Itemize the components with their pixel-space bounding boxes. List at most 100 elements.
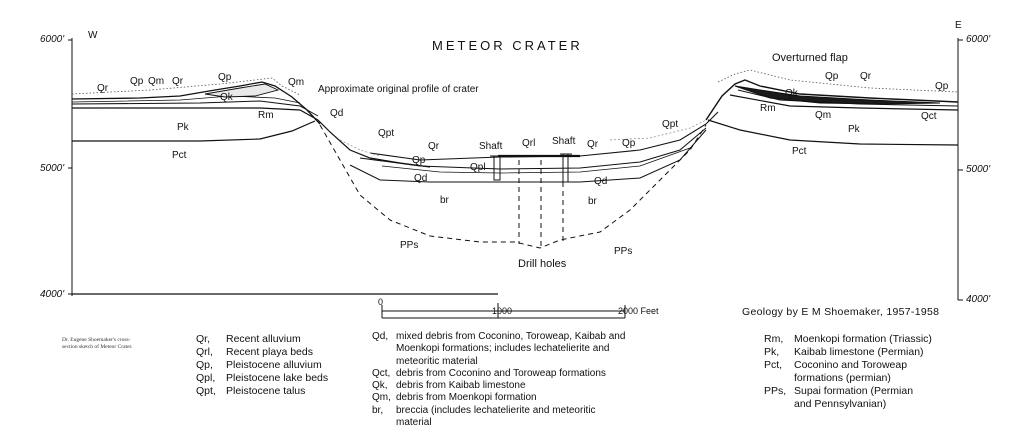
- unit-label: Qr: [97, 83, 109, 94]
- legend-description: debris from Moenkopi formation: [396, 392, 537, 404]
- unit-label: Qpt: [662, 119, 679, 130]
- legend-entry: Qp,Pleistocene alluvium: [196, 359, 328, 372]
- unit-label: PPs: [400, 240, 419, 251]
- unit-label: Qrl: [522, 138, 536, 149]
- unit-label: Qp: [412, 155, 426, 166]
- crater-fill: [317, 111, 719, 183]
- unit-label: PPs: [614, 246, 633, 257]
- qp-layer-line: [381, 147, 691, 174]
- qd-base: [349, 129, 707, 183]
- talus-shading-east: [609, 119, 707, 141]
- legend-code: Qm,: [372, 392, 391, 404]
- direction-west: W: [88, 30, 98, 41]
- y-label-left-6000: 6000': [40, 34, 65, 45]
- shaft-right-label: Shaft: [552, 136, 576, 147]
- legend-entry: PPs, Supai formation (Permian: [764, 385, 932, 398]
- unit-label: Qr: [172, 76, 184, 87]
- unit-label: Qp: [825, 71, 839, 82]
- legend-code: Pct,: [764, 359, 783, 371]
- legend-description: debris from Kaibab limestone: [396, 380, 526, 392]
- original-profile-label: Approximate original profile of crater: [318, 84, 479, 95]
- scale-label-mid: 1000: [492, 306, 513, 316]
- unit-label: Qp: [130, 76, 144, 87]
- east-rm-top: [737, 89, 959, 107]
- y-label-left-5000: 5000': [40, 163, 65, 174]
- legend-code: Pk,: [764, 346, 780, 358]
- legend-continuation: meteoritic material: [396, 355, 478, 367]
- talus-shading-west: [339, 139, 381, 157]
- west-qk-lens: [204, 83, 280, 98]
- legend-code: Qpl,: [196, 372, 216, 384]
- unit-label: Qm: [288, 77, 305, 88]
- unit-label: Qr: [860, 71, 872, 82]
- legend-description: Coconino and Toroweap: [794, 359, 908, 371]
- diagram-title: METEOR CRATER: [432, 38, 583, 53]
- legend-entry: Qpl, Pleistocene lake beds: [196, 372, 328, 385]
- legend-code: Qd,: [372, 331, 389, 342]
- y-label-left-4000: 4000': [40, 289, 65, 300]
- legend-debris: Qd, mixed debris from Coconino, Toroweap,…: [372, 331, 625, 429]
- legend-entry: Pk,Kaibab limestone (Permian): [764, 346, 932, 359]
- east-pk-top: [729, 94, 959, 111]
- legend-description: mixed debris from Coconino, Toroweap, Ka…: [396, 331, 626, 342]
- legend-entry: Qd, mixed debris from Coconino, Toroweap,…: [372, 331, 625, 343]
- drill-holes-label: Drill holes: [518, 258, 567, 270]
- shaft-left-label: Shaft: [479, 141, 503, 152]
- crater-floor-upper: [369, 111, 719, 161]
- overturned-flap-lens: [734, 85, 941, 105]
- unit-label: Qct: [921, 111, 937, 122]
- west-pct-top: [72, 120, 316, 142]
- unit-label: Qd: [330, 108, 344, 119]
- unit-label: Pct: [792, 146, 807, 157]
- scale-bar: [381, 303, 626, 319]
- unit-label: Qm: [815, 110, 832, 121]
- legend-description: breccia (includes lechatelierite and met…: [396, 404, 596, 416]
- legend-code: Qr,: [196, 333, 211, 345]
- crater-floor-lower: [359, 127, 707, 170]
- scale-label-zero: 0: [378, 297, 384, 307]
- y-label-right-6000: 6000': [966, 34, 991, 45]
- unit-label: Pk: [848, 124, 860, 135]
- unit-label: Qk: [785, 88, 798, 99]
- overturned-flap-label: Overturned flap: [772, 52, 848, 64]
- legend-entry: Qpt, Pleistocene talus: [196, 385, 328, 398]
- legend-entry: Qct,debris from Coconino and Toroweap fo…: [372, 368, 625, 380]
- legend-description: Supai formation (Permian: [794, 385, 914, 397]
- shafts: [490, 153, 572, 183]
- east-rim-strata: [705, 79, 959, 146]
- legend-bedrock: Rm, Moenkopi formation (Triassic)Pk,Kaiba…: [764, 333, 932, 411]
- legend-entry: Qrl,Recent playa beds: [196, 346, 328, 359]
- legend-description: Pleistocene lake beds: [226, 372, 329, 384]
- unit-label: Qp: [935, 81, 949, 92]
- unit-label: Qr: [428, 141, 440, 152]
- legend-code: Qk,: [372, 380, 388, 392]
- unit-label: Qr: [587, 139, 599, 150]
- west-rim-strata: [71, 81, 321, 142]
- direction-east: E: [955, 20, 962, 31]
- legend-code: Qp,: [196, 359, 213, 371]
- unit-label: Qpt: [378, 128, 395, 139]
- legend-entry: Rm, Moenkopi formation (Triassic): [764, 333, 932, 346]
- legend-code: Rm,: [764, 333, 784, 345]
- breccia-boundary-dashed: [319, 124, 707, 249]
- legend-continuation: and Pennsylvanian): [794, 398, 887, 410]
- west-rm-top: [71, 100, 319, 117]
- caption-note: Dr. Eugene Shoemaker's cross-section ske…: [62, 337, 133, 350]
- legend-entry: Qk, debris from Kaibab limestone: [372, 380, 625, 392]
- legend-description: Recent alluvium: [226, 333, 301, 345]
- unit-label: Qd: [414, 173, 428, 184]
- legend-code: PPs,: [764, 385, 787, 397]
- legend-description: Moenkopi formation (Triassic): [794, 333, 932, 345]
- legend-code: Qpt,: [196, 385, 216, 397]
- axes: [68, 38, 963, 301]
- unit-label: br: [588, 196, 597, 207]
- legend-description: Pleistocene talus: [226, 385, 306, 397]
- unit-label: Qp: [218, 72, 232, 83]
- unit-label: Qpl: [470, 162, 486, 173]
- unit-label: Qd: [594, 176, 608, 187]
- legend-code: Qrl,: [196, 346, 213, 358]
- west-pk-top: [72, 107, 319, 121]
- unit-label: Qm: [148, 76, 165, 87]
